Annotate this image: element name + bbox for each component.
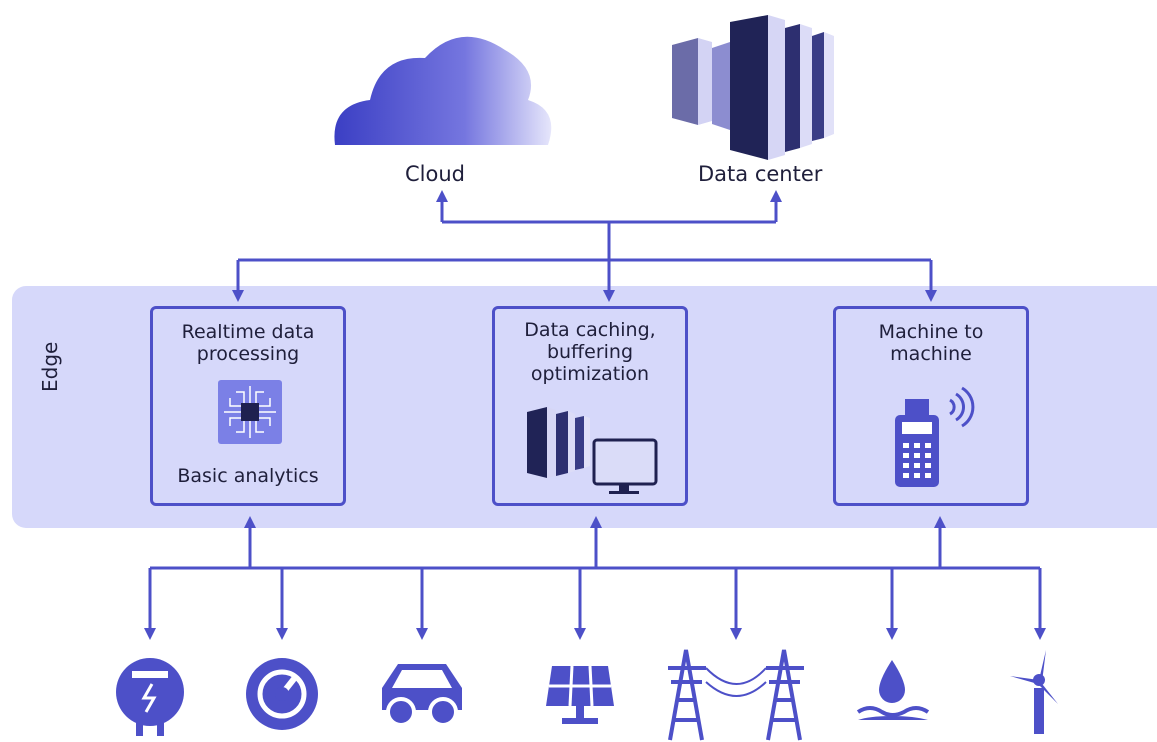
cloud-icon (334, 36, 552, 145)
bottom-connectors (144, 516, 1046, 640)
server-monitor-icon (527, 407, 658, 494)
data-center-icon (672, 15, 834, 160)
edge-box-realtime: Realtime data processing Basic analytics (150, 306, 346, 506)
car-icon (382, 664, 462, 727)
top-connectors (232, 190, 937, 302)
edge-box-title: Machine to machine (878, 321, 984, 365)
smart-meter-icon (116, 658, 184, 736)
power-tower-icon (668, 649, 804, 741)
cloud-label: Cloud (405, 162, 465, 186)
gauge-icon (246, 658, 318, 730)
water-icon (856, 660, 930, 720)
chip-icon (218, 380, 282, 444)
data-center-label: Data center (698, 162, 823, 186)
edge-band (12, 286, 1157, 528)
edge-box-title: Realtime data processing (181, 321, 315, 365)
edge-box-m2m: Machine to machine (833, 306, 1029, 506)
solar-panel-icon (546, 665, 614, 724)
wind-turbine-icon (1010, 650, 1058, 734)
payment-terminal-icon (895, 386, 975, 487)
edge-box-title: Data caching, buffering optimization (524, 319, 656, 385)
edge-box-subtitle: Basic analytics (177, 465, 319, 487)
edge-box-caching: Data caching, buffering optimization (492, 306, 688, 506)
